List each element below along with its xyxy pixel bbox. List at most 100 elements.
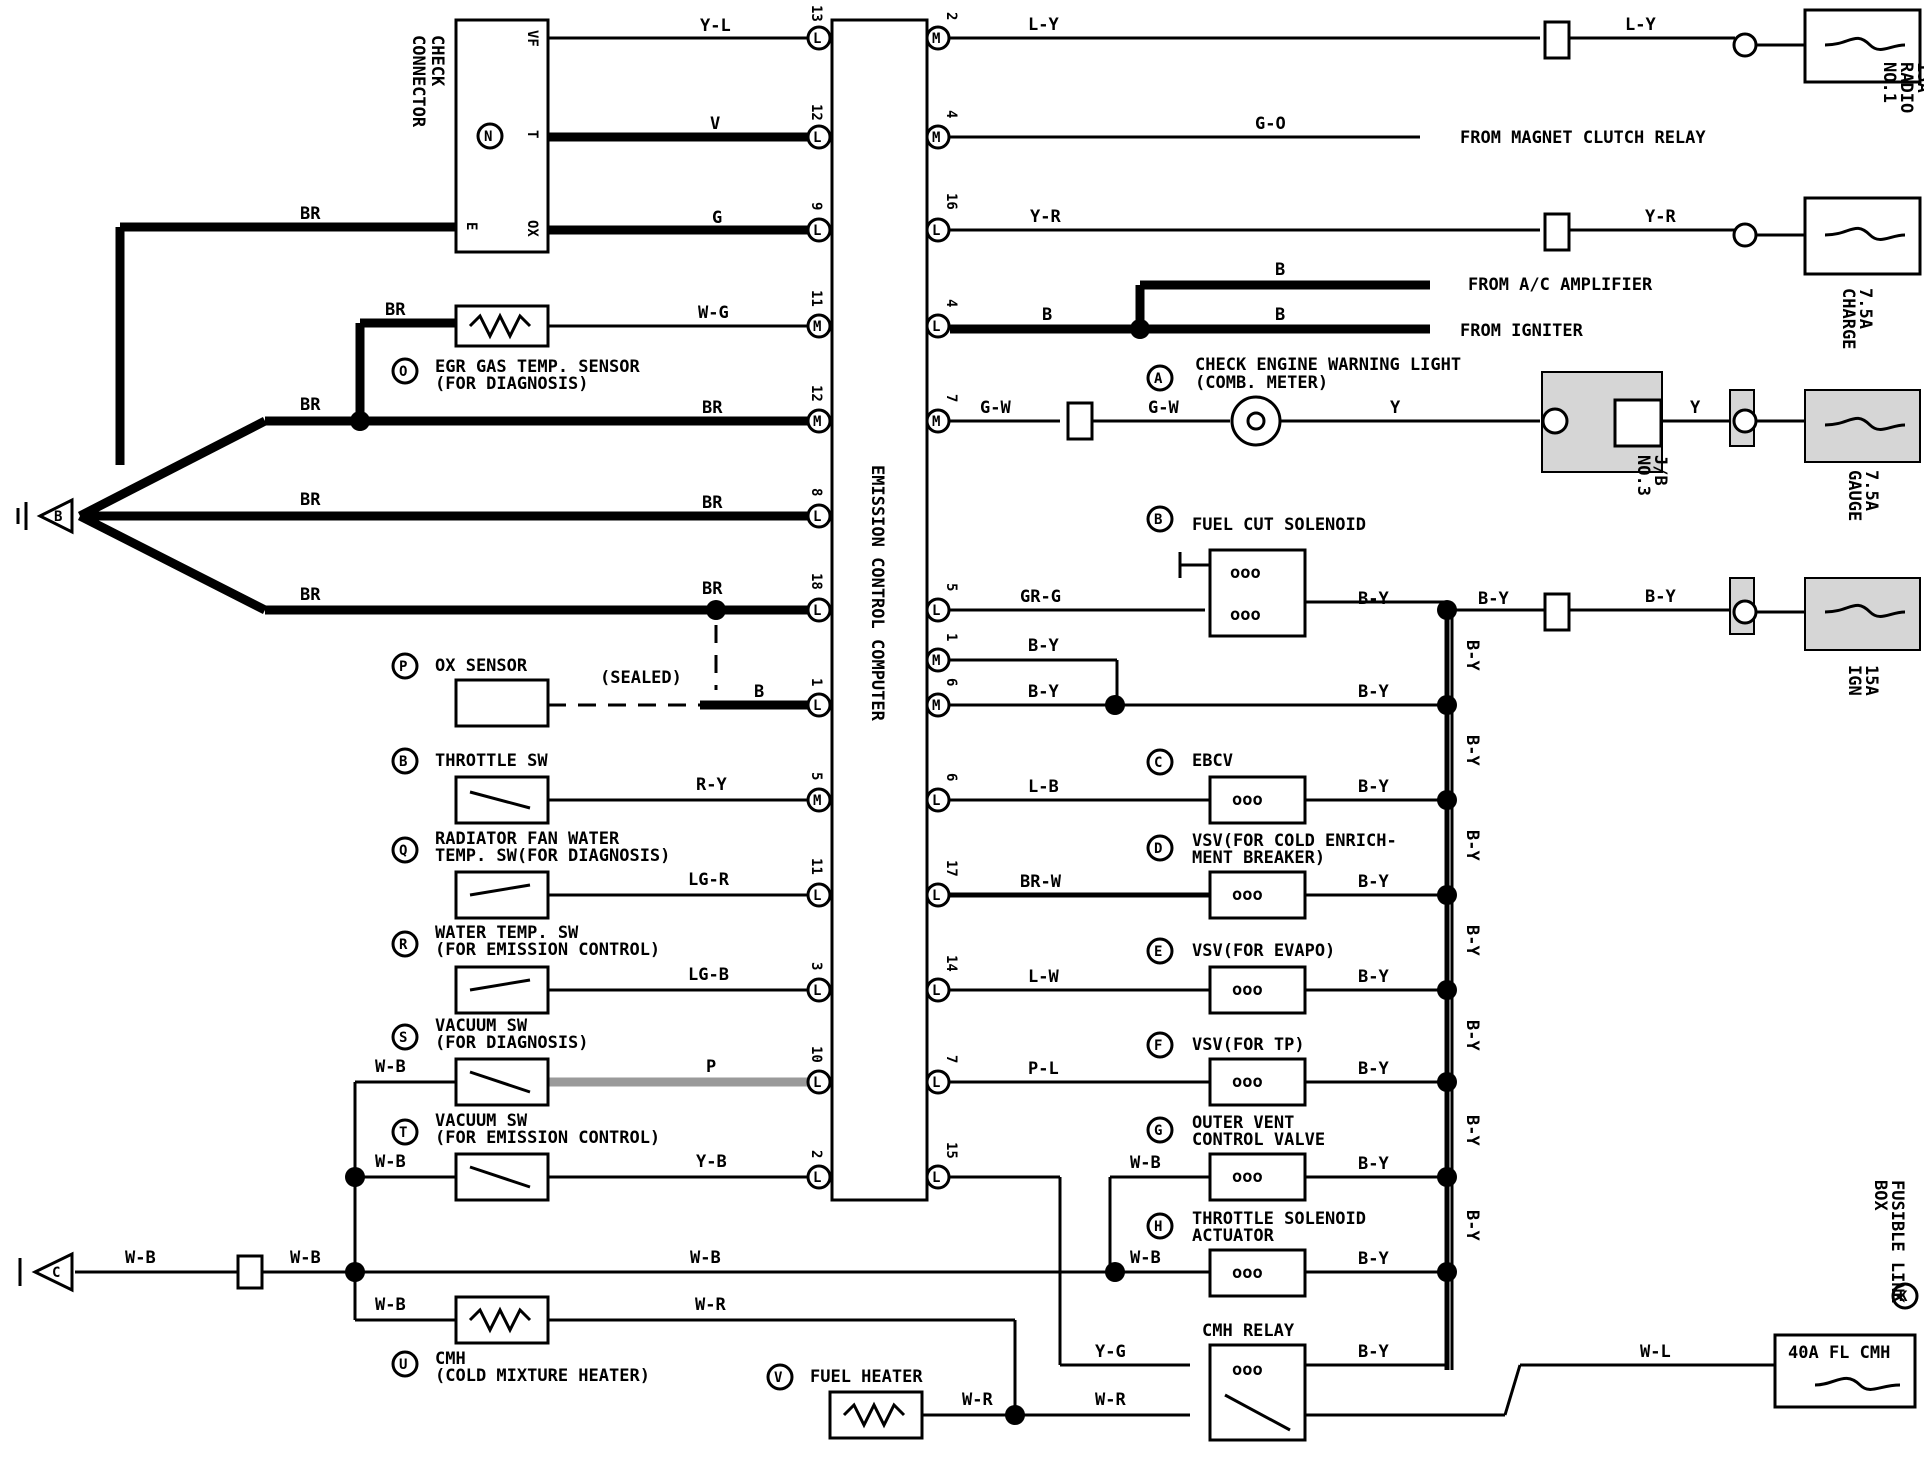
svg-text:L: L <box>813 130 821 146</box>
vacuum-emis-label-2: (FOR EMISSION CONTROL) <box>435 1128 660 1148</box>
svg-text:15A: 15A <box>1913 62 1924 93</box>
ecu-right-pins: M2 M4 L16 L4 M7 L5 M1 M6 L6 L17 L14 L7 L… <box>925 12 959 1190</box>
svg-text:4: 4 <box>943 299 959 307</box>
svg-text:S: S <box>399 1030 407 1046</box>
wire-label: W-B <box>125 1248 156 1268</box>
wire-label: Y-R <box>1030 207 1061 227</box>
svg-text:ooo: ooo <box>1232 1360 1263 1380</box>
egr-label: EGR GAS TEMP. SENSOR <box>435 357 640 377</box>
wire-label: B-Y <box>1358 777 1389 797</box>
wire-label: B <box>1275 260 1285 280</box>
throttle-act-label: THROTTLE SOLENOID <box>1192 1209 1366 1229</box>
svg-text:18: 18 <box>808 573 824 590</box>
wire-label: B-Y <box>1358 589 1389 609</box>
svg-text:C: C <box>1154 755 1162 771</box>
svg-text:10: 10 <box>808 1046 824 1063</box>
wire-label: GR-G <box>1020 587 1061 607</box>
svg-text:M: M <box>813 414 821 430</box>
ground-c-symbol <box>31 1251 74 1293</box>
svg-text:4: 4 <box>943 110 959 118</box>
egr-sensor <box>454 304 550 348</box>
fuse-40a-label: 40A FL CMH <box>1788 1343 1890 1363</box>
check-connector-label: CHECK <box>427 35 447 87</box>
from-magnet-label: FROM MAGNET CLUTCH RELAY <box>1460 128 1706 148</box>
wire-label: B-Y <box>1028 682 1059 702</box>
svg-text:NO.3: NO.3 <box>1633 455 1653 496</box>
from-igniter-label: FROM IGNITER <box>1460 321 1584 341</box>
svg-text:M: M <box>932 653 940 669</box>
wire-label: L-B <box>1028 777 1059 797</box>
ox-label: OX SENSOR <box>435 656 528 676</box>
wire-label: W-L <box>1640 1342 1671 1362</box>
svg-text:11: 11 <box>808 858 824 875</box>
cmh-label-2: (COLD MIXTURE HEATER) <box>435 1366 650 1386</box>
svg-text:15: 15 <box>943 1142 959 1159</box>
svg-text:12: 12 <box>808 385 824 402</box>
fuse-box-ign <box>1804 577 1921 651</box>
svg-text:E: E <box>1154 944 1162 960</box>
fuel-heater <box>828 1390 924 1440</box>
vsv-cold-label: VSV(FOR COLD ENRICH- <box>1192 831 1397 851</box>
svg-text:6: 6 <box>943 773 959 781</box>
left-switches: B THROTTLE SW Q RADIATOR FAN WATER TEMP.… <box>391 747 670 1202</box>
emission-control-computer <box>830 18 929 1202</box>
water-temp-sw <box>454 965 550 1015</box>
svg-text:CHARGE: CHARGE <box>1838 288 1858 349</box>
wire-label: BR <box>300 490 321 510</box>
svg-text:ooo: ooo <box>1232 1072 1263 1092</box>
radiator-sw <box>454 870 550 920</box>
svg-text:13: 13 <box>808 5 824 22</box>
wire-label: P <box>706 1057 716 1077</box>
sealed-label: (SEALED) <box>600 668 682 688</box>
pin-vf: VF <box>524 30 540 47</box>
svg-text:9: 9 <box>808 202 824 210</box>
svg-text:H: H <box>1154 1219 1162 1235</box>
pin-ox: OX <box>524 220 540 237</box>
wire-label: G <box>712 208 722 228</box>
svg-text:7.5A: 7.5A <box>1861 470 1881 511</box>
wire-label: G-W <box>980 398 1011 418</box>
svg-text:B-Y: B-Y <box>1462 830 1482 861</box>
egr-label-2: (FOR DIAGNOSIS) <box>435 374 589 394</box>
svg-text:16: 16 <box>943 193 959 210</box>
svg-text:M: M <box>932 31 940 47</box>
svg-text:B-Y: B-Y <box>1462 1020 1482 1051</box>
wire-label: L-Y <box>1625 15 1656 35</box>
throttle-act-label-2: ACTUATOR <box>1192 1226 1275 1246</box>
svg-text:ooo: ooo <box>1232 885 1263 905</box>
svg-text:B-Y: B-Y <box>1462 925 1482 956</box>
wire-label: B-Y <box>1478 589 1509 609</box>
wire-label: P-L <box>1028 1059 1059 1079</box>
svg-text:7: 7 <box>943 1055 959 1063</box>
svg-text:B-Y: B-Y <box>1462 640 1482 671</box>
wire-label: LG-B <box>688 965 729 985</box>
svg-text:L: L <box>813 31 821 47</box>
vacuum-emis-label: VACUUM SW <box>435 1111 528 1131</box>
svg-text:M: M <box>813 319 821 335</box>
svg-text:IGN: IGN <box>1844 665 1864 696</box>
svg-text:B: B <box>399 754 407 770</box>
svg-text:M: M <box>813 793 821 809</box>
svg-text:M: M <box>932 698 940 714</box>
svg-text:L: L <box>932 793 940 809</box>
wire-label: B-Y <box>1358 1154 1389 1174</box>
check-engine-light: G-W Y A CHECK ENGINE WARNING LIGHT (COMB… <box>1066 355 1921 521</box>
throttle-actuator <box>1208 1248 1307 1298</box>
check-light-label: CHECK ENGINE WARNING LIGHT <box>1195 355 1461 375</box>
svg-text:L: L <box>813 1170 821 1186</box>
wire-label: BR <box>300 204 321 224</box>
svg-text:ooo: ooo <box>1232 1167 1263 1187</box>
vsv-cold-label-2: MENT BREAKER) <box>1192 848 1325 868</box>
fuel-heater-letter: V <box>774 1370 783 1386</box>
wire-label: W-B <box>375 1295 406 1315</box>
wire-label: B <box>754 682 764 702</box>
svg-text:L: L <box>932 223 940 239</box>
wire-label: B-Y <box>1358 1059 1389 1079</box>
svg-text:2: 2 <box>943 12 959 20</box>
wire-label: Y <box>1390 398 1401 418</box>
connector-a2 <box>236 1254 264 1290</box>
svg-text:L: L <box>813 983 821 999</box>
wire-label: G-W <box>1148 398 1179 418</box>
ecu-left-pins: L13 L12 L9 M11 M12 L8 L18 L1 M5 L11 L3 L… <box>806 5 832 1190</box>
svg-text:NO.1: NO.1 <box>1879 62 1899 103</box>
